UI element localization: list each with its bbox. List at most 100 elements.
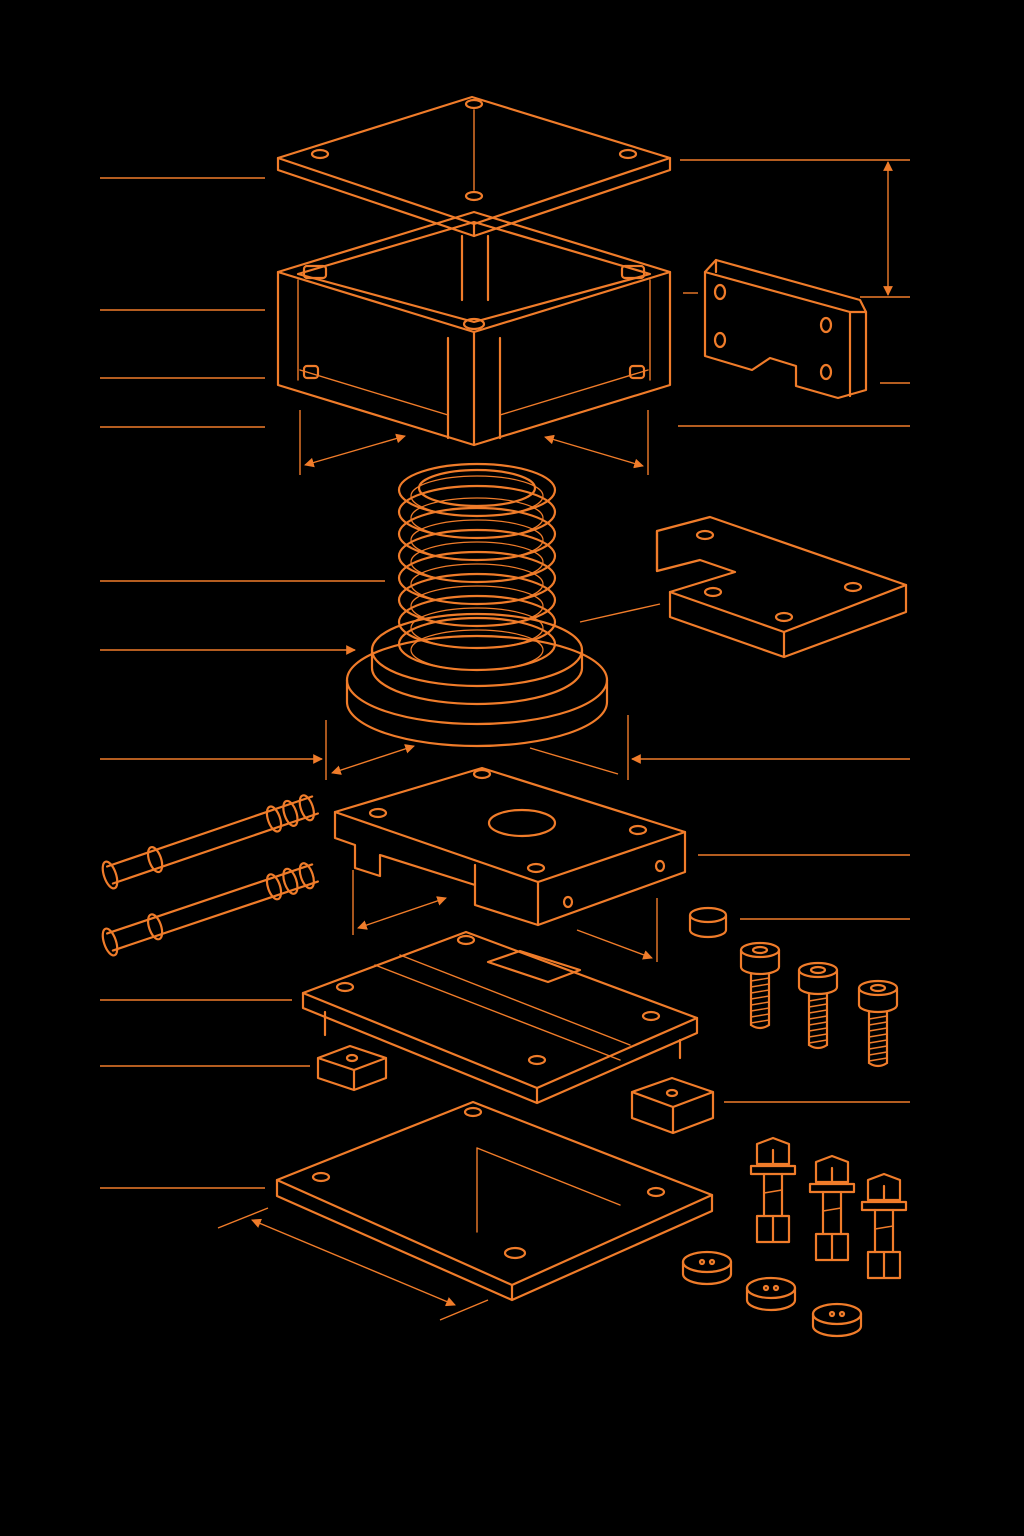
screw-thread xyxy=(808,1003,828,1008)
pin-collar xyxy=(265,805,283,833)
side-bracket xyxy=(703,258,868,400)
bolt-washer xyxy=(860,1200,908,1212)
bolt-washer xyxy=(808,1182,856,1194)
screw-head xyxy=(739,948,781,976)
base-plate xyxy=(275,1100,714,1302)
spring-coil-inner xyxy=(410,475,544,517)
bolt-head xyxy=(866,1172,902,1202)
screw-thread xyxy=(808,997,828,1002)
spring-coil-inner xyxy=(410,497,544,539)
slotted-plate xyxy=(301,930,699,1105)
housing-box xyxy=(276,210,672,447)
bolt-nut xyxy=(755,1214,791,1244)
spring-coil-inner xyxy=(410,563,544,605)
cap-screw xyxy=(739,941,781,1030)
bolt-shank xyxy=(821,1190,843,1236)
top-plate xyxy=(276,95,672,238)
screw-thread xyxy=(750,1001,770,1006)
screw-thread xyxy=(808,1027,828,1032)
bolt-head xyxy=(814,1154,850,1184)
bolt-thread xyxy=(822,1207,842,1212)
screw-thread xyxy=(750,983,770,988)
center-post xyxy=(460,234,490,302)
bolt-thread xyxy=(763,1189,783,1194)
screw-thread xyxy=(750,1013,770,1018)
pin-collar xyxy=(101,860,119,890)
nut-top xyxy=(745,1276,797,1300)
nut-side xyxy=(745,1286,797,1312)
screw-thread xyxy=(868,1051,888,1056)
bolt-head xyxy=(755,1136,791,1166)
bolt-shank xyxy=(873,1208,895,1254)
spring-coil-inner xyxy=(410,607,544,649)
screw-thread xyxy=(808,1039,828,1044)
hex-socket xyxy=(751,945,769,955)
nut-hole xyxy=(698,1258,706,1266)
nut-hole xyxy=(762,1284,770,1292)
screw-thread xyxy=(750,995,770,1000)
bolt-thread xyxy=(874,1225,894,1230)
screw-thread xyxy=(868,1021,888,1026)
bolt-shank xyxy=(762,1172,784,1218)
bolt-nut xyxy=(814,1232,850,1262)
screw-thread xyxy=(808,1009,828,1014)
nut-hole xyxy=(708,1258,716,1266)
pin-collar xyxy=(146,913,164,941)
nut xyxy=(681,1250,733,1286)
pin-collar xyxy=(146,846,164,874)
nuts xyxy=(681,1250,863,1338)
screw-thread xyxy=(868,1027,888,1032)
screw-thread xyxy=(750,989,770,994)
nut xyxy=(811,1302,863,1338)
nut-top xyxy=(681,1250,733,1274)
screw-thread xyxy=(750,977,770,982)
hex-bolt xyxy=(808,1154,856,1262)
spring-coil-inner xyxy=(410,519,544,561)
hex-bolts xyxy=(749,1136,908,1280)
spacer-blocks xyxy=(316,906,728,1135)
spring-coil-inner xyxy=(410,585,544,627)
nut-hole xyxy=(772,1284,780,1292)
pin-collar xyxy=(282,799,299,827)
pin-shaft xyxy=(106,863,319,952)
pin-collar xyxy=(298,862,315,890)
cap-screw xyxy=(857,979,899,1068)
hex-socket xyxy=(809,965,827,975)
cap-screws xyxy=(739,941,899,1068)
pin-collar xyxy=(101,927,119,957)
guide-pin xyxy=(101,862,319,957)
bolt-washer xyxy=(749,1164,797,1176)
screw-thread xyxy=(868,1015,888,1020)
spring-coil-inner xyxy=(410,629,544,671)
nut-hole xyxy=(838,1310,846,1318)
pin-collar xyxy=(298,794,315,822)
bolt-nut xyxy=(866,1250,902,1280)
screw-thread xyxy=(868,1039,888,1044)
screw-head xyxy=(857,986,899,1014)
nut xyxy=(745,1276,797,1312)
hex-socket xyxy=(869,983,887,993)
spring-base-flange xyxy=(345,612,609,748)
pin-collar xyxy=(282,867,299,895)
pin-shaft xyxy=(105,795,320,885)
screw-thread xyxy=(808,1033,828,1038)
nut-top xyxy=(811,1302,863,1326)
nut-side xyxy=(811,1312,863,1338)
screw-thread xyxy=(808,1015,828,1020)
dimension-arrows xyxy=(217,161,893,1321)
hex-bolt xyxy=(749,1136,797,1244)
spring-top-opening xyxy=(417,468,537,508)
screw-thread xyxy=(808,1021,828,1026)
screw-thread xyxy=(868,1057,888,1062)
screw-thread xyxy=(868,1033,888,1038)
hex-bolt xyxy=(860,1172,908,1280)
mounting-plate-with-hole xyxy=(333,766,687,927)
guide-pins xyxy=(101,794,320,957)
screw-head-top xyxy=(797,961,839,979)
spring-coil-inner xyxy=(410,541,544,583)
screw-head-top xyxy=(739,941,781,959)
pin-collar xyxy=(265,873,283,901)
screw-thread xyxy=(750,1019,770,1024)
screw-thread xyxy=(750,1007,770,1012)
